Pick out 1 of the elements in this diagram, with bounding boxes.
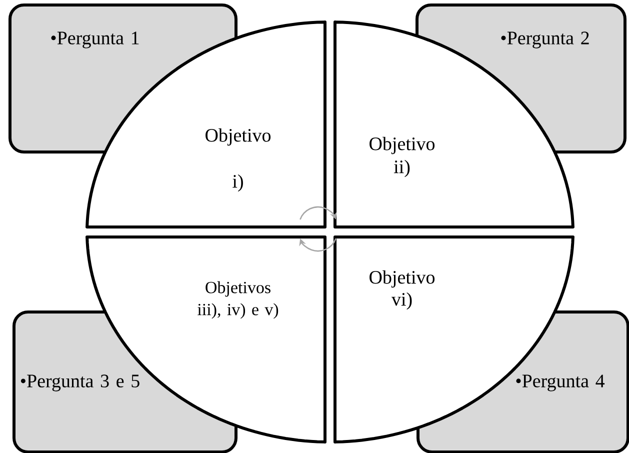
curved-arrow: [299, 238, 336, 252]
